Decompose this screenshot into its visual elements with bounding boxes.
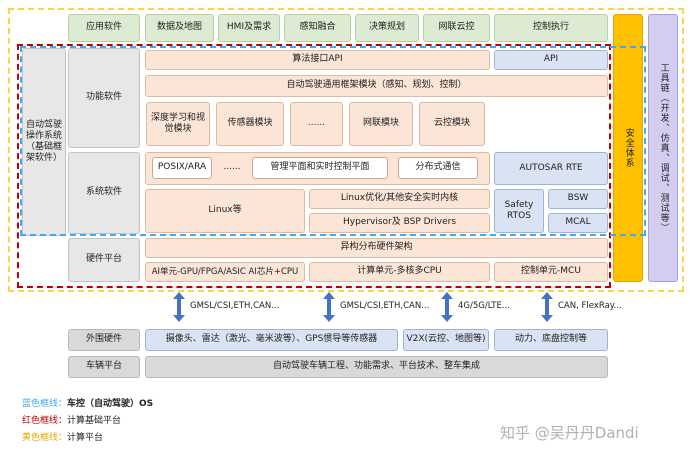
- module-dl-vision: 深度学习和视觉模块: [146, 102, 210, 146]
- autosar-rte-box: AUTOSAR RTE: [494, 152, 608, 185]
- legend-key: 红色框线：: [22, 416, 68, 426]
- legend-item-blue: 蓝色框线：车控（自动驾驶）OS: [22, 396, 153, 409]
- top-item-cloud-control: 网联云控: [423, 14, 490, 42]
- interface-label: GMSL/CSI,ETH,CAN...: [340, 301, 430, 311]
- computing-base-platform-frame: [17, 44, 611, 288]
- posix-box: POSIX/ARA: [152, 157, 212, 179]
- module-ellipsis: ......: [290, 102, 343, 146]
- toolchain-column: 工具链（开发、仿真、调试、测试等）: [648, 14, 678, 282]
- linux-box: Linux等: [145, 189, 305, 233]
- api-box: API: [494, 50, 608, 70]
- ai-unit-box: AI单元-GPU/FPGA/ASIC AI芯片+CPU: [145, 262, 305, 282]
- legend-value: 计算平台: [67, 433, 104, 443]
- compute-unit-box: 计算单元-多核多CPU: [309, 262, 490, 282]
- legend-item-yellow: 黄色框线：计算平台: [22, 430, 103, 443]
- hw-platform-label: 硬件平台: [68, 238, 140, 282]
- arrow-icon: [173, 292, 185, 322]
- control-exec-label: 控制执行: [494, 14, 608, 42]
- mgmt-plane-box: 管理平面和实时控制平面: [252, 157, 388, 179]
- computing-platform-frame: [8, 8, 684, 292]
- legend-key: 蓝色框线：: [22, 399, 68, 409]
- module-sensor: 传感器模块: [216, 102, 284, 146]
- watermark: 知乎 @吴丹丹Dandi: [500, 424, 639, 442]
- legend-value: 车控（自动驾驶）OS: [67, 399, 154, 409]
- func-software-label: 功能软件: [68, 48, 140, 148]
- power-chassis-box: 动力、底盘控制等: [494, 329, 608, 351]
- peripheral-label: 外围硬件: [68, 329, 140, 351]
- legend-item-red: 红色框线：计算基础平台: [22, 413, 121, 426]
- arrow-icon: [323, 292, 335, 322]
- arrow-icon: [441, 292, 453, 322]
- dist-comm-box: 分布式通信: [398, 157, 478, 179]
- legend-key: 黄色框线：: [22, 433, 68, 443]
- sys-software-label: 系统软件: [68, 152, 140, 234]
- safety-system-column: 安全体系: [613, 14, 643, 282]
- top-item-hmi: HMI及需求: [218, 14, 280, 42]
- interface-label: GMSL/CSI,ETH,CAN...: [190, 301, 280, 311]
- legend-value: 计算基础平台: [67, 416, 122, 426]
- safety-rtos-box: Safety RTOS: [494, 189, 544, 233]
- algo-api-box: 算法接口API: [145, 50, 490, 70]
- hypervisor-box: Hypervisor及 BSP Drivers: [309, 213, 490, 233]
- vehicle-content-box: 自动驾驶车辆工程、功能需求、平台技术、整车集成: [145, 356, 608, 378]
- arrow-icon: [541, 292, 553, 322]
- interface-label: CAN, FlexRay...: [558, 301, 622, 311]
- framework-box: 自动驾驶通用框架模块（感知、规划、控制）: [145, 75, 608, 97]
- sys-ellipsis: ......: [223, 162, 241, 173]
- linux-opt-box: Linux优化/其他安全实时内核: [309, 189, 490, 209]
- control-unit-box: 控制单元-MCU: [494, 262, 608, 282]
- sensors-box: 摄像头、雷达（激光、毫米波等）、GPS惯导等传感器: [145, 329, 398, 351]
- module-cloud: 云控模块: [419, 102, 485, 146]
- bsw-box: BSW: [548, 189, 608, 209]
- module-network: 网联模块: [349, 102, 413, 146]
- hetero-arch-box: 异构分布硬件架构: [145, 238, 608, 258]
- vehicle-label: 车辆平台: [68, 356, 140, 378]
- app-software-label: 应用软件: [68, 14, 140, 42]
- vehicle-os-frame: [20, 46, 646, 236]
- top-item-perception-fusion: 感知融合: [284, 14, 351, 42]
- mcal-box: MCAL: [548, 213, 608, 233]
- top-item-data-map: 数据及地图: [145, 14, 214, 42]
- v2x-box: V2X(云控、地图等): [403, 329, 489, 351]
- os-label: 自动驾驶操作系统（基础框架软件）: [22, 48, 66, 236]
- top-item-decision-planning: 决策规划: [355, 14, 419, 42]
- interface-label: 4G/5G/LTE...: [458, 301, 510, 311]
